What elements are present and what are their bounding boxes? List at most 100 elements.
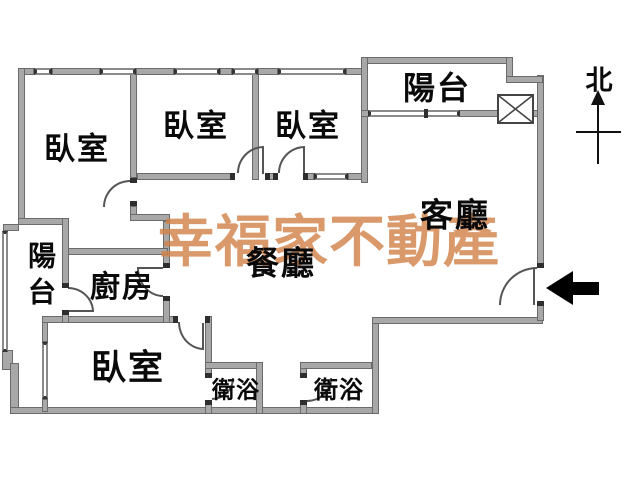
- wall-segment: [252, 68, 259, 180]
- wall-segment: [130, 68, 137, 178]
- wall-segment: [3, 224, 19, 231]
- wall-segment: [136, 68, 174, 75]
- wall-segment: [42, 316, 48, 342]
- window: [232, 68, 258, 75]
- door-swing-arc: [103, 180, 130, 207]
- room-label-bedroom-4: 臥室: [90, 348, 166, 388]
- window: [314, 173, 348, 180]
- door-jamb: [130, 178, 137, 183]
- door-jamb: [424, 109, 428, 118]
- wall-segment: [10, 363, 19, 414]
- wall-segment: [300, 362, 372, 369]
- door-jamb: [163, 263, 170, 268]
- door-leaf: [303, 147, 305, 174]
- entrance-arrow-icon: [546, 271, 573, 305]
- wall-segment: [531, 110, 538, 117]
- wall-segment: [18, 68, 34, 75]
- entrance-arrow-tail: [573, 282, 599, 295]
- door-jamb: [300, 373, 307, 378]
- door-swing-arc: [499, 267, 537, 305]
- wall-segment: [506, 57, 513, 83]
- door-jamb: [62, 283, 69, 288]
- wall-segment: [348, 173, 362, 180]
- door-jamb: [537, 263, 544, 268]
- door-leaf: [202, 323, 204, 350]
- room-label-living-room: 客廳: [420, 196, 490, 234]
- room-label-balcony-top: 陽台: [402, 70, 472, 106]
- door-jamb: [205, 373, 212, 378]
- window: [42, 342, 48, 399]
- room-label-bedroom-2: 臥室: [163, 108, 229, 144]
- equipment-box-icon: [497, 94, 534, 124]
- wall-segment: [258, 68, 278, 75]
- door-leaf: [137, 267, 163, 269]
- door-jamb: [300, 400, 307, 405]
- wall-segment: [537, 75, 544, 265]
- door-jamb: [163, 296, 170, 301]
- door-leaf: [262, 147, 264, 174]
- door-jamb: [273, 173, 278, 180]
- door-jamb: [173, 316, 178, 323]
- wall-segment: [163, 298, 170, 323]
- wall-segment: [372, 317, 543, 324]
- wall-segment: [130, 206, 137, 220]
- wall-segment: [361, 110, 369, 117]
- north-arrow-crossbar: [576, 131, 621, 133]
- room-label-dining-room: 餐廳: [246, 244, 316, 282]
- wall-segment: [52, 68, 100, 75]
- window: [2, 231, 8, 352]
- wall-segment: [18, 68, 25, 225]
- door-leaf: [68, 310, 94, 312]
- room-label-bathroom-2: 衛浴: [314, 377, 364, 404]
- wall-segment: [205, 362, 263, 369]
- wall-segment: [42, 316, 178, 323]
- room-label-kitchen: 廚房: [90, 271, 154, 304]
- wall-segment: [256, 362, 263, 414]
- wall-segment: [62, 218, 69, 288]
- room-label-balcony-left: 陽台: [25, 241, 56, 313]
- window: [100, 68, 136, 75]
- wall-segment: [361, 57, 368, 183]
- wall-segment: [10, 407, 378, 414]
- door-jamb: [205, 316, 210, 323]
- wall-segment: [130, 214, 170, 221]
- door-jamb: [230, 173, 235, 180]
- wall-segment: [265, 173, 278, 180]
- wall-segment: [300, 362, 307, 378]
- door-jamb: [303, 173, 308, 180]
- wall-segment: [137, 173, 235, 180]
- wall-segment: [62, 248, 168, 255]
- wall-segment: [62, 312, 69, 323]
- north-compass-label: 北: [585, 65, 613, 96]
- wall-segment: [220, 68, 232, 75]
- wall-segment: [18, 218, 68, 225]
- door-swing-arc: [237, 146, 264, 173]
- door-jamb: [205, 400, 212, 405]
- wall-segment: [537, 303, 544, 321]
- wall-segment: [2, 350, 13, 370]
- wall-segment: [42, 399, 48, 412]
- door-jamb: [130, 201, 137, 206]
- window: [278, 68, 346, 75]
- wall-segment: [303, 173, 314, 180]
- room-label-bathroom-1: 衛浴: [212, 376, 260, 403]
- door-swing-arc: [278, 146, 305, 173]
- window: [174, 68, 220, 75]
- window: [34, 68, 52, 75]
- wall-segment: [459, 110, 498, 117]
- x-cross-icon: [498, 95, 533, 123]
- door-swing-arc: [178, 322, 204, 350]
- north-arrow-icon: [591, 90, 605, 105]
- wall-segment: [506, 76, 543, 83]
- room-label-bedroom-1: 臥室: [44, 131, 110, 167]
- room-label-bedroom-3: 臥室: [275, 108, 341, 144]
- wall-segment: [163, 221, 170, 268]
- door-jamb: [537, 301, 544, 306]
- wall-segment: [372, 317, 379, 414]
- wall-segment: [205, 402, 212, 414]
- door-jamb: [62, 310, 69, 315]
- wall-segment: [300, 400, 307, 414]
- wall-segment: [346, 68, 368, 75]
- wall-segment: [361, 57, 513, 64]
